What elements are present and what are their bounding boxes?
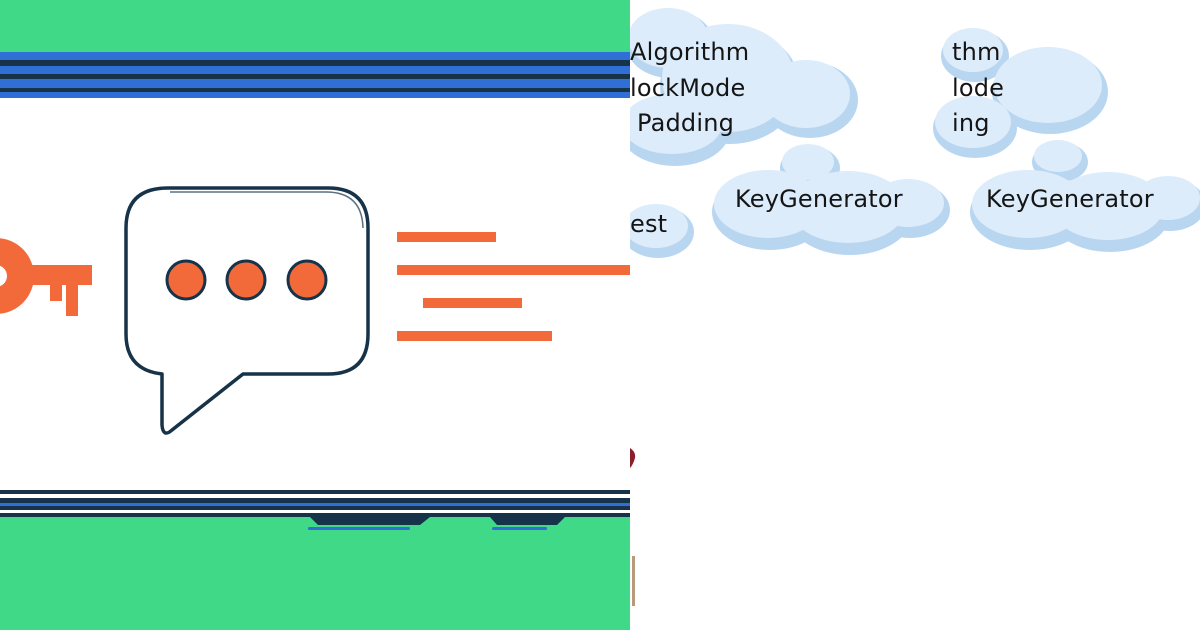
cloud-right-lower bbox=[970, 140, 1200, 252]
cloud-word-partial: est bbox=[630, 210, 668, 238]
top-bezel bbox=[0, 52, 630, 98]
laptop-illustration bbox=[0, 0, 630, 630]
cloud-word-algorithm: Algorithm bbox=[630, 38, 750, 66]
typing-dots bbox=[165, 259, 328, 301]
cloud-word-key-generator-right: KeyGenerator bbox=[986, 185, 1154, 213]
key-icon bbox=[0, 238, 92, 316]
cloud-word-algorithm-partial: thm bbox=[952, 38, 1001, 66]
tan-line bbox=[632, 556, 635, 606]
cloud-left-lower bbox=[630, 144, 950, 258]
cloud-word-padding-partial: ing bbox=[952, 109, 990, 137]
cloud-word-block-mode: lockMode bbox=[630, 74, 746, 102]
cloud-word-key-generator-left: KeyGenerator bbox=[735, 185, 903, 213]
cloud-left-upper bbox=[630, 8, 858, 166]
cloud-shapes bbox=[630, 8, 1200, 606]
cloud-word-block-mode-partial: lode bbox=[952, 74, 1005, 102]
red-mark bbox=[630, 448, 636, 468]
cloud-panel: Algorithm lockMode Padding est KeyGenera… bbox=[630, 0, 1200, 630]
cloud-right-upper bbox=[933, 28, 1108, 158]
speech-bubble-icon bbox=[124, 186, 370, 435]
laptop-base bbox=[0, 490, 630, 530]
cloud-word-padding: Padding bbox=[637, 109, 735, 137]
text-lines-icon bbox=[397, 232, 630, 341]
illustration-panel bbox=[0, 0, 630, 630]
